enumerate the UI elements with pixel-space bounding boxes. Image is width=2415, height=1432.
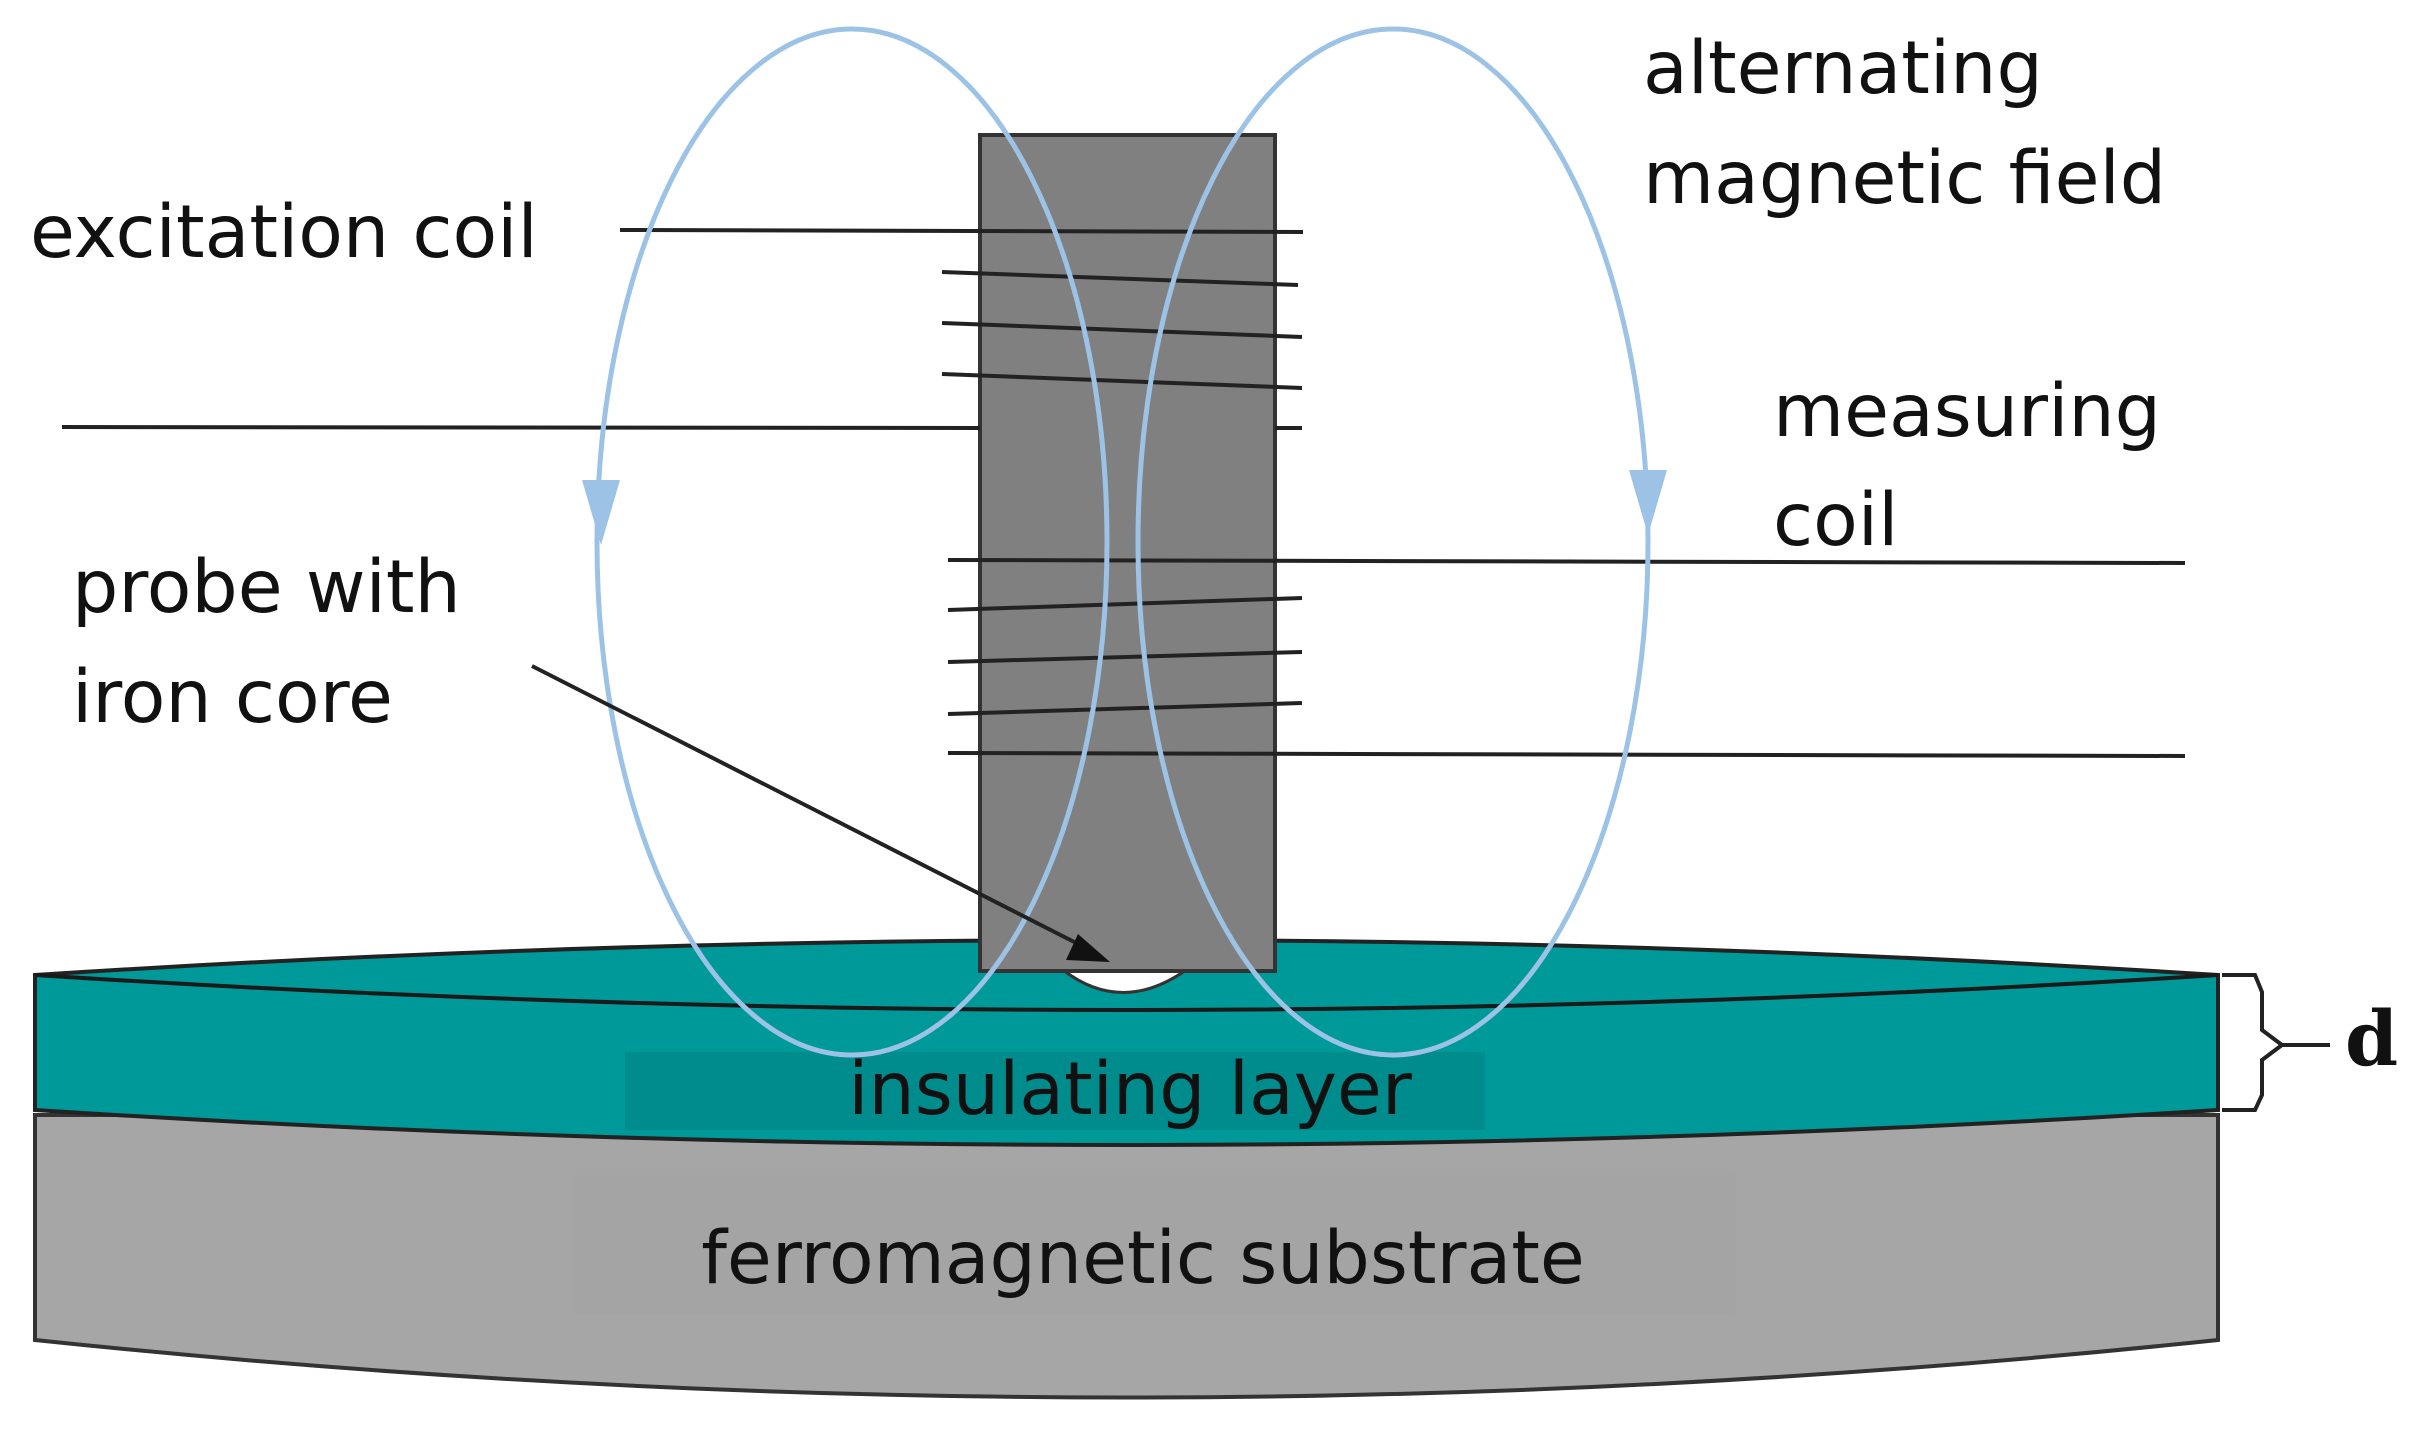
insulating-layer-label: insulating layer: [848, 1047, 1413, 1132]
field-arrow-right: [1629, 470, 1667, 535]
field-arrow-left: [582, 480, 620, 545]
thickness-label: d: [2345, 994, 2398, 1083]
measuring-coil-label-line2: coil: [1773, 478, 1898, 563]
substrate-label: ferromagnetic substrate: [701, 1216, 1585, 1301]
probe-tip: [1058, 968, 1191, 994]
thickness-bracket: [2222, 973, 2286, 1112]
magnetic-field-lines: [594, 26, 1651, 1058]
measuring-coil-wires: [947, 558, 2186, 758]
probe-pointer-line: [531, 664, 1091, 952]
excitation-coil-label: excitation coil: [30, 190, 538, 275]
insulating-layer: [33, 938, 2220, 1147]
field-label-line2: magnetic field: [1643, 136, 2166, 221]
measuring-coil-label-line1: measuring: [1773, 369, 2161, 454]
probe-label-line1: probe with: [72, 545, 461, 630]
field-label-line1: alternating: [1643, 26, 2043, 111]
iron-core: [978, 133, 1277, 973]
ferromagnetic-substrate: [33, 1113, 2220, 1400]
probe-label-line2: iron core: [72, 655, 393, 740]
probe-pointer-arrowhead: [1066, 934, 1110, 962]
